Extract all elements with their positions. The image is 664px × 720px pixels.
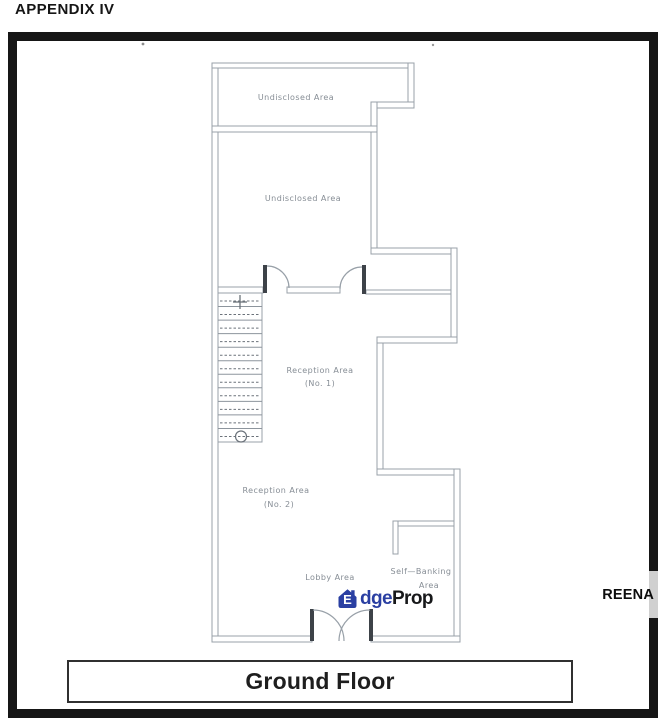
wall-segment xyxy=(376,342,384,476)
agent-watermark-band: REENA xyxy=(592,571,664,618)
wall-segment xyxy=(211,62,414,69)
door-arc xyxy=(312,609,345,642)
room-label-undisclosed-top: Undisclosed Area xyxy=(258,93,334,102)
wall-segment xyxy=(450,247,458,344)
wall-segment xyxy=(211,635,313,643)
floorplan-frame xyxy=(8,32,658,718)
door-arc xyxy=(266,265,290,289)
door-leaf xyxy=(310,609,314,641)
doors-group xyxy=(263,265,373,642)
walls-group xyxy=(211,62,461,643)
wall-segment xyxy=(370,247,458,255)
room-label-reception2: Reception Area xyxy=(242,486,309,495)
wall-segment xyxy=(365,289,452,295)
wall-segment xyxy=(376,468,461,476)
edgeprop-wordmark-edge: dge xyxy=(360,588,393,609)
room-label-undisclosed-mid: Undisclosed Area xyxy=(265,194,341,203)
appendix-title: APPENDIX IV xyxy=(15,1,115,18)
stair-circle-marker xyxy=(234,430,248,443)
stair-outline xyxy=(217,292,263,443)
stair-plus-marker xyxy=(233,295,247,309)
room-label-reception1-no: (No. 1) xyxy=(305,379,335,388)
wall-segment xyxy=(392,520,399,555)
wall-segment xyxy=(211,125,378,133)
wall-segment xyxy=(407,62,415,109)
scan-speck xyxy=(141,42,145,46)
stair-nosing-dashes xyxy=(220,300,260,437)
wall-segment xyxy=(376,336,458,344)
room-label-selfbanking-area: Area xyxy=(419,581,439,590)
door-leaf xyxy=(362,265,366,294)
room-label-lobby: Lobby Area xyxy=(305,573,355,582)
room-label-reception1: Reception Area xyxy=(286,366,353,375)
edgeprop-wordmark-prop: Prop xyxy=(391,588,433,609)
door-leaf xyxy=(263,265,267,293)
door-leaves xyxy=(263,265,373,641)
stair-treads xyxy=(218,306,262,429)
door-leaf xyxy=(369,609,373,641)
staircase xyxy=(217,292,263,443)
door-swing-arcs xyxy=(266,265,371,642)
wall-segment xyxy=(217,286,264,294)
door-arc xyxy=(339,266,363,290)
scan-speck xyxy=(431,43,435,47)
edgeprop-letter: E xyxy=(343,592,352,607)
wall-segment xyxy=(370,101,378,254)
agent-name: REENA xyxy=(602,586,654,603)
edgeprop-house-icon: E xyxy=(338,589,357,608)
floor-title-box: Ground Floor xyxy=(67,660,573,703)
room-label-selfbanking: Self—Banking xyxy=(391,567,452,576)
wall-segment xyxy=(392,520,455,527)
wall-segment xyxy=(211,62,219,643)
wall-segment xyxy=(453,468,461,643)
wall-segment xyxy=(286,286,341,294)
room-label-reception2-no: (No. 2) xyxy=(264,500,294,509)
floor-title: Ground Floor xyxy=(245,668,395,694)
door-arc xyxy=(338,609,371,642)
wall-segment xyxy=(370,635,461,643)
